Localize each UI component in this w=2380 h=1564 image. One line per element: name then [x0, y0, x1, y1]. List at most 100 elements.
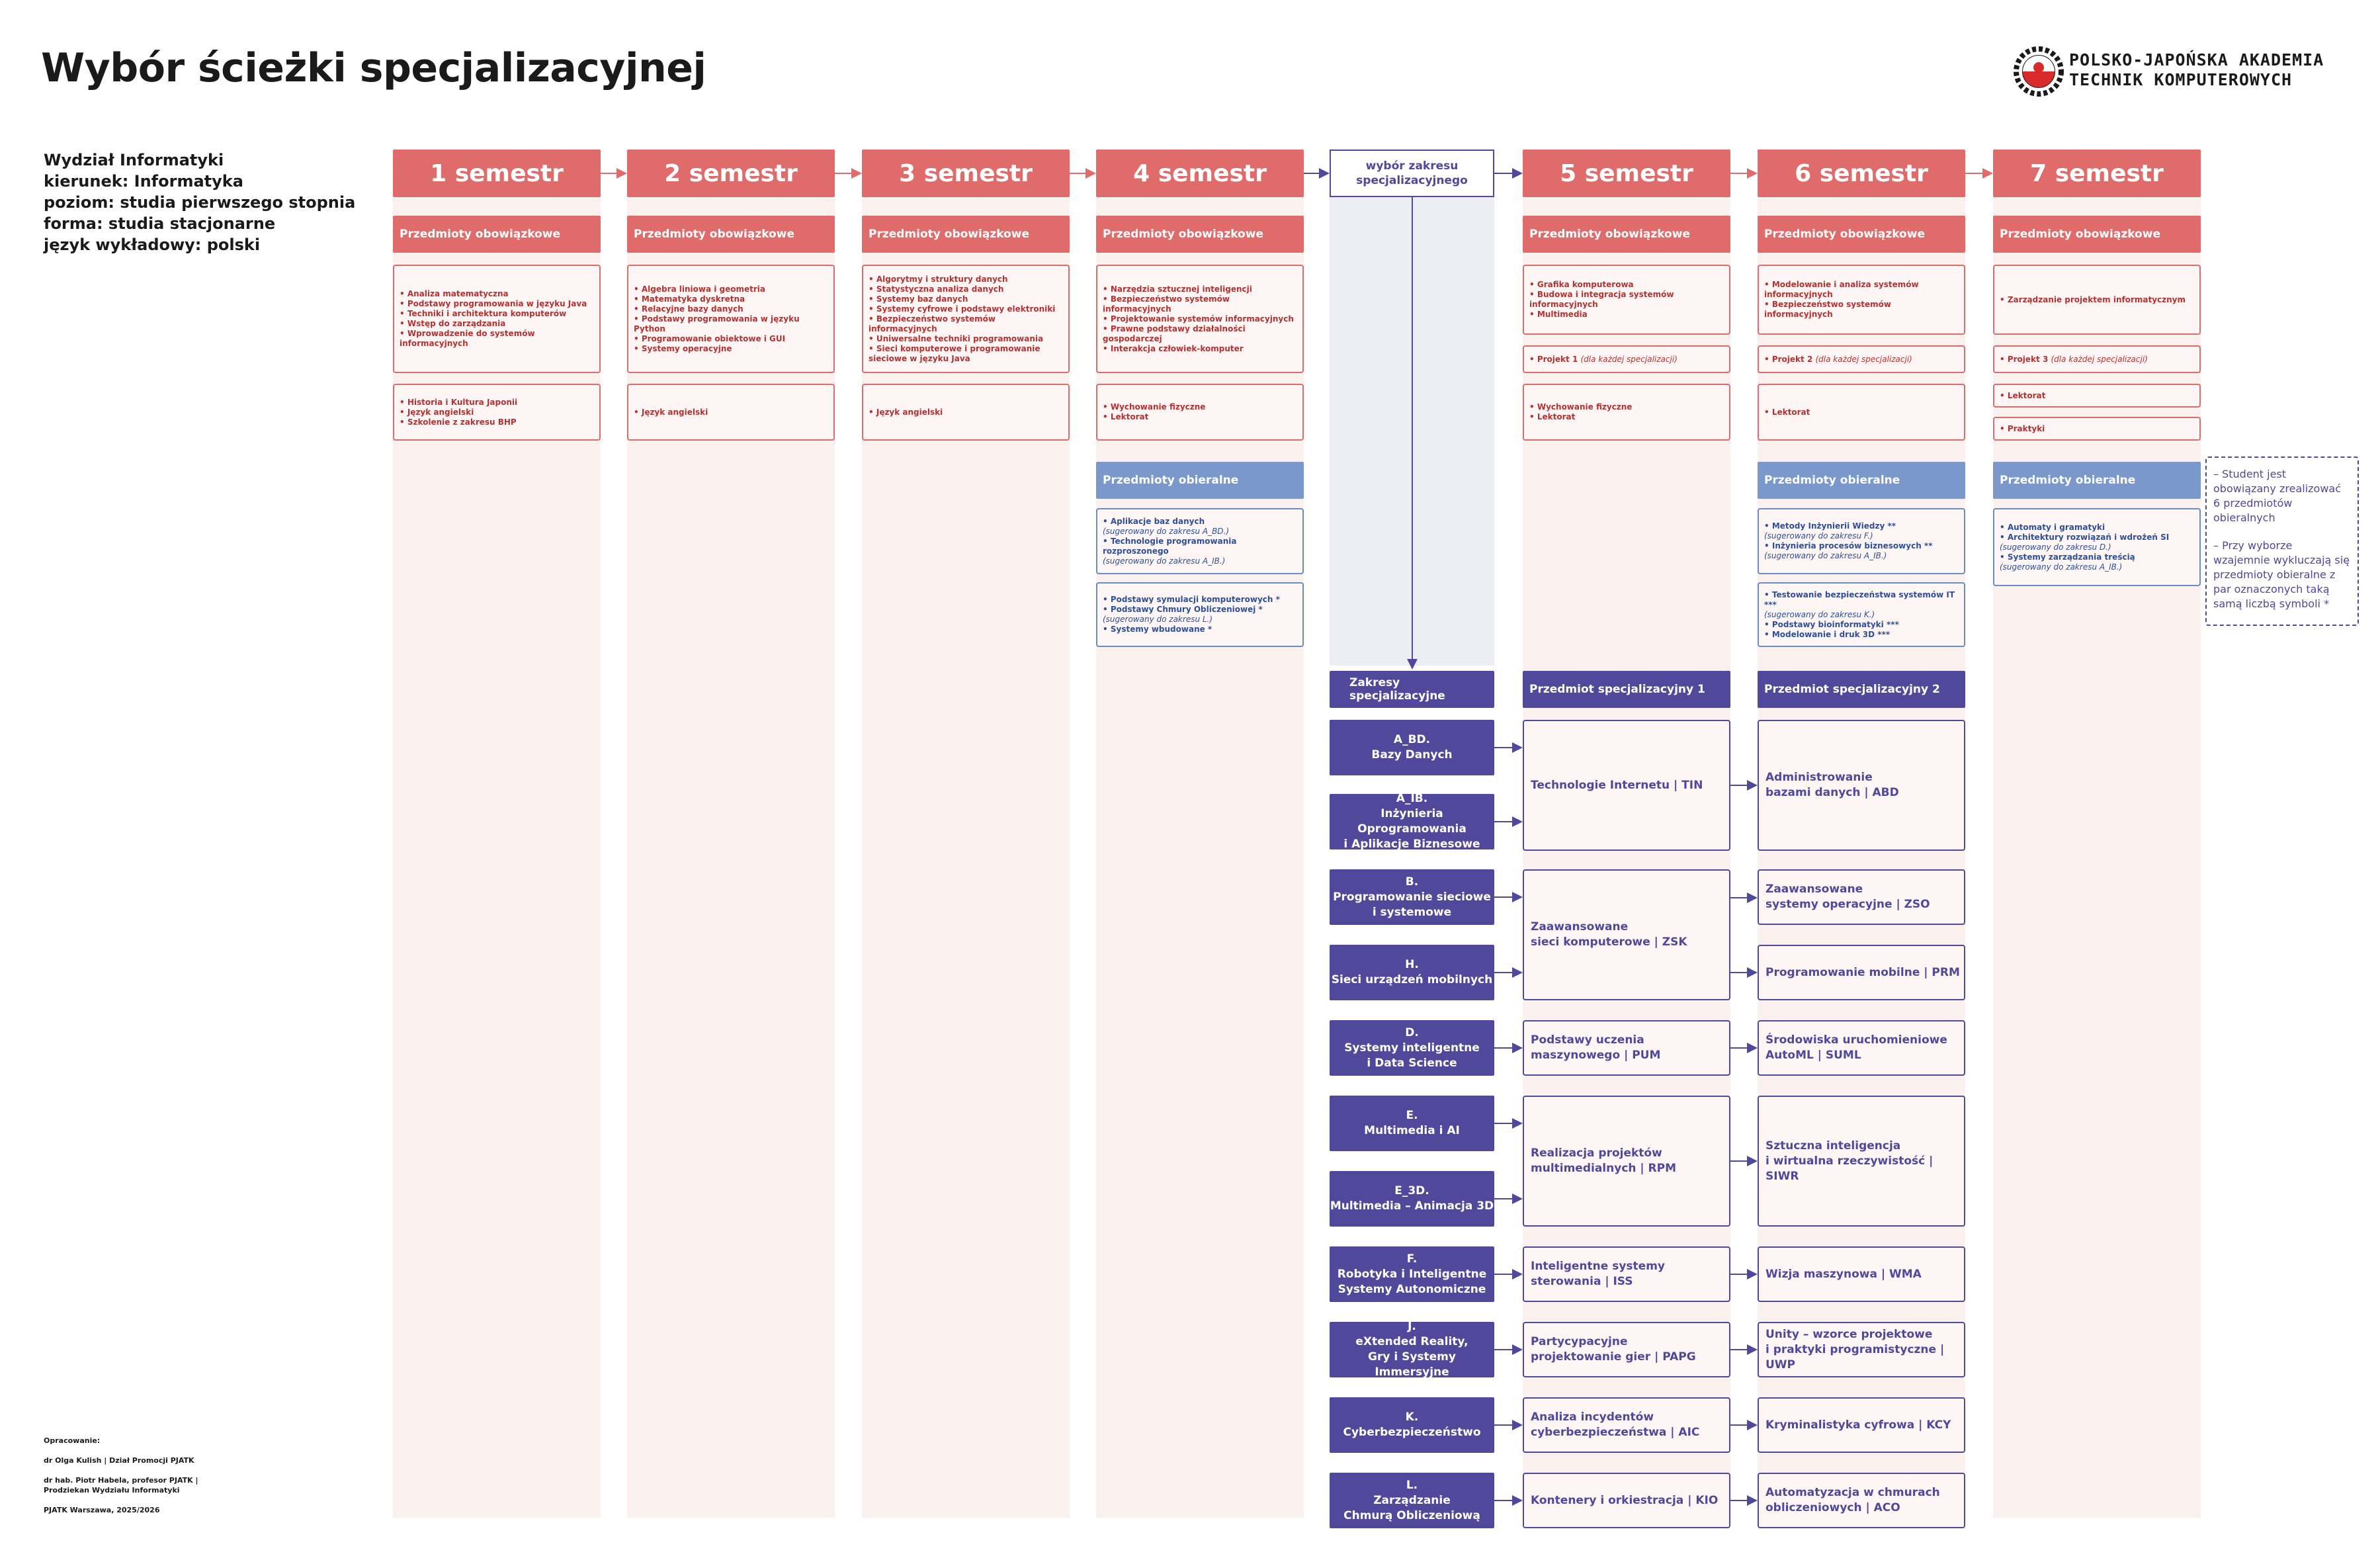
course-item: • Podstawy programowania w języku Python	[634, 314, 800, 333]
other-list-s5: • Wychowanie fizyczne • Lektorat	[1523, 384, 1730, 441]
range-code: J.	[1408, 1320, 1416, 1333]
range-e-3d: E_3D.Multimedia – Animacja 3D	[1330, 1171, 1494, 1227]
other-list-s6: • Lektorat	[1758, 384, 1965, 441]
spec1-papg: Partycypacyjne projektowanie gier | PAPG	[1523, 1322, 1730, 1377]
semester-6-header: 6 semestr	[1758, 150, 1965, 197]
range-l: L.Zarządzanie Chmurą Obliczeniową	[1330, 1473, 1494, 1528]
semester-1-header: 1 semestr	[393, 150, 601, 197]
spec1-rpm: Realizacja projektów multimedialnych | R…	[1523, 1096, 1730, 1227]
course-item: • Szkolenie z zakresu BHP	[400, 417, 517, 427]
spec1-iss: Inteligentne systemy sterowania | ISS	[1523, 1246, 1730, 1302]
spec2-zso: Zaawansowane systemy operacyjne | ZSO	[1758, 869, 1965, 925]
course-item: • Język angielski	[869, 407, 943, 417]
course-item: • Praktyki	[2000, 423, 2045, 433]
elective-item: • Podstawy symulacji komputerowych *	[1103, 595, 1280, 604]
course-item: • Lektorat	[2000, 390, 2046, 400]
elective-item: • Technologie programowania rozproszoneg…	[1103, 536, 1237, 556]
course-item: • Budowa i integracja systemów informacy…	[1529, 290, 1674, 309]
spec1-kio: Kontenery i orkiestracja | KIO	[1523, 1473, 1730, 1528]
range-name: Multimedia i AI	[1364, 1124, 1460, 1137]
elective-item: • Systemy zarządzania treścią	[2000, 552, 2135, 562]
project-s6: • Projekt 2 (dla każdej specjalizacji)	[1758, 345, 1965, 373]
course-item: • Lektorat	[1764, 407, 1810, 417]
spec2-header: Przedmiot specjalizacyjny 2	[1758, 671, 1965, 708]
lektorat-s7: • Lektorat	[1993, 384, 2201, 408]
form: forma: studia stacjonarne	[44, 214, 276, 233]
spec2-kcy: Kryminalistyka cyfrowa | KCY	[1758, 1397, 1965, 1453]
credits-heading: Opracowanie:	[44, 1436, 101, 1445]
semester-2-header: 2 semestr	[627, 150, 835, 197]
elective-header-s7: Przedmioty obieralne	[1993, 462, 2201, 499]
range-a-bd: A_BD.Bazy Danych	[1330, 720, 1494, 775]
semester-4-header: 4 semestr	[1096, 150, 1304, 197]
credits-place-year: PJATK Warszawa, 2025/2026	[44, 1506, 160, 1514]
spec1-tin: Technologie Internetu | TIN	[1523, 720, 1730, 851]
mandatory-list-s1: • Analiza matematyczna • Podstawy progra…	[393, 265, 601, 373]
range-name: Cyberbezpieczeństwo	[1343, 1426, 1481, 1439]
elective-item: • Metody Inżynierii Wiedzy **	[1764, 521, 1896, 531]
course-item: • Systemy baz danych	[869, 294, 968, 304]
logo-line-1: POLSKO-JAPOŃSKA AKADEMIA	[2069, 50, 2324, 69]
course-item: • Systemy cyfrowe i podstawy elektroniki	[869, 304, 1056, 314]
range-code: A_BD.	[1393, 733, 1431, 746]
elective-item: • Systemy wbudowane *	[1103, 625, 1212, 634]
range-name: eXtended Reality, Gry i Systemy Immersyj…	[1355, 1335, 1468, 1379]
range-code: L.	[1406, 1478, 1418, 1492]
mandatory-header-s5: Przedmioty obowiązkowe	[1523, 216, 1730, 253]
elective-item: • Podstawy Chmury Obliczeniowej *	[1103, 605, 1263, 614]
course-item: • Relacyjne bazy danych	[634, 304, 744, 314]
project-label: • Projekt 3	[2000, 354, 2049, 364]
mandatory-list-s3: • Algorytmy i struktury danych • Statyst…	[862, 265, 1070, 373]
course-item: • Systemy operacyjne	[634, 343, 732, 353]
range-code: K.	[1405, 1411, 1419, 1424]
elective-header-s4: Przedmioty obieralne	[1096, 462, 1304, 499]
elective-rules-note: – Student jest obowiązany zrealizować 6 …	[2205, 456, 2359, 626]
course-item: • Algorytmy i struktury danych	[869, 274, 1008, 284]
semester-5-header: 5 semestr	[1523, 150, 1730, 197]
spec1-header: Przedmiot specjalizacyjny 1	[1523, 671, 1730, 708]
elective-header-s6: Przedmioty obieralne	[1758, 462, 1965, 499]
column-semester-2	[627, 151, 835, 1518]
course-item: • Wychowanie fizyczne	[1103, 402, 1206, 412]
course-item: • Zarządzanie projektem informatycznym	[2000, 294, 2186, 304]
range-f: F.Robotyka i Inteligentne Systemy Autono…	[1330, 1246, 1494, 1302]
elective-suggestion: (sugerowany do zakresu F.)	[1764, 531, 1873, 541]
spec1-aic: Analiza incydentów cyberbezpieczeństwa |…	[1523, 1397, 1730, 1453]
course-item: • Historia i Kultura Japonii	[400, 397, 518, 407]
course-item: • Programowanie obiektowe i GUI	[634, 333, 786, 343]
course-item: • Prawne podstawy działalności gospodarc…	[1103, 324, 1246, 343]
course-item: • Bezpieczeństwo systemów informacyjnych	[1764, 300, 1891, 319]
course-item: • Wstęp do zarządzania	[400, 319, 506, 328]
course-item: • Narzędzia sztucznej inteligencji	[1103, 284, 1252, 294]
range-code: H.	[1405, 958, 1419, 971]
mandatory-header-s1: Przedmioty obowiązkowe	[393, 216, 601, 253]
range-name: Programowanie sieciowe i systemowe	[1333, 890, 1491, 919]
range-e: E.Multimedia i AI	[1330, 1096, 1494, 1151]
column-semester-7	[1993, 151, 2201, 1518]
spec2-abd: Administrowanie bazami danych | ABD	[1758, 720, 1965, 851]
range-name: Multimedia – Animacja 3D	[1330, 1199, 1494, 1213]
range-choice-header: wybór zakresu specjalizacyjnego	[1330, 150, 1494, 197]
course-item: • Matematyka dyskretna	[634, 294, 745, 304]
project-s7: • Projekt 3 (dla każdej specjalizacji)	[1993, 345, 2201, 373]
elective-item: • Architektury rozwiązań i wdrożeń SI	[2000, 532, 2170, 542]
spec2-aco: Automatyzacja w chmurach obliczeniowych …	[1758, 1473, 1965, 1528]
project-label: • Projekt 1	[1529, 354, 1578, 364]
spec2-prm: Programowanie mobilne | PRM	[1758, 945, 1965, 1000]
praktyki-s7: • Praktyki	[1993, 417, 2201, 441]
course-item: • Podstawy programowania w języku Java	[400, 299, 587, 308]
range-a-ib: A_IB.Inżynieria Oprogramowania i Aplikac…	[1330, 792, 1494, 851]
course-item: • Lektorat	[1529, 412, 1576, 421]
level: poziom: studia pierwszego stopnia	[44, 193, 356, 212]
range-code: D.	[1405, 1025, 1419, 1039]
range-code: A_IB.	[1396, 792, 1428, 805]
note-rule-1: – Student jest obowiązany zrealizować 6 …	[2213, 468, 2342, 524]
page-title: Wybór ścieżki specjalizacyjnej	[41, 45, 706, 91]
range-b: B.Programowanie sieciowe i systemowe	[1330, 869, 1494, 925]
elective-item: • Aplikacje baz danych	[1103, 516, 1205, 526]
course-item: • Wychowanie fizyczne	[1529, 402, 1633, 412]
credits-author-2-role: Prodziekan Wydziału Informatyki	[44, 1486, 180, 1495]
mandatory-header-s7: Przedmioty obowiązkowe	[1993, 216, 2201, 253]
semester-3-header: 3 semestr	[862, 150, 1070, 197]
language: język wykładowy: polski	[44, 236, 261, 254]
